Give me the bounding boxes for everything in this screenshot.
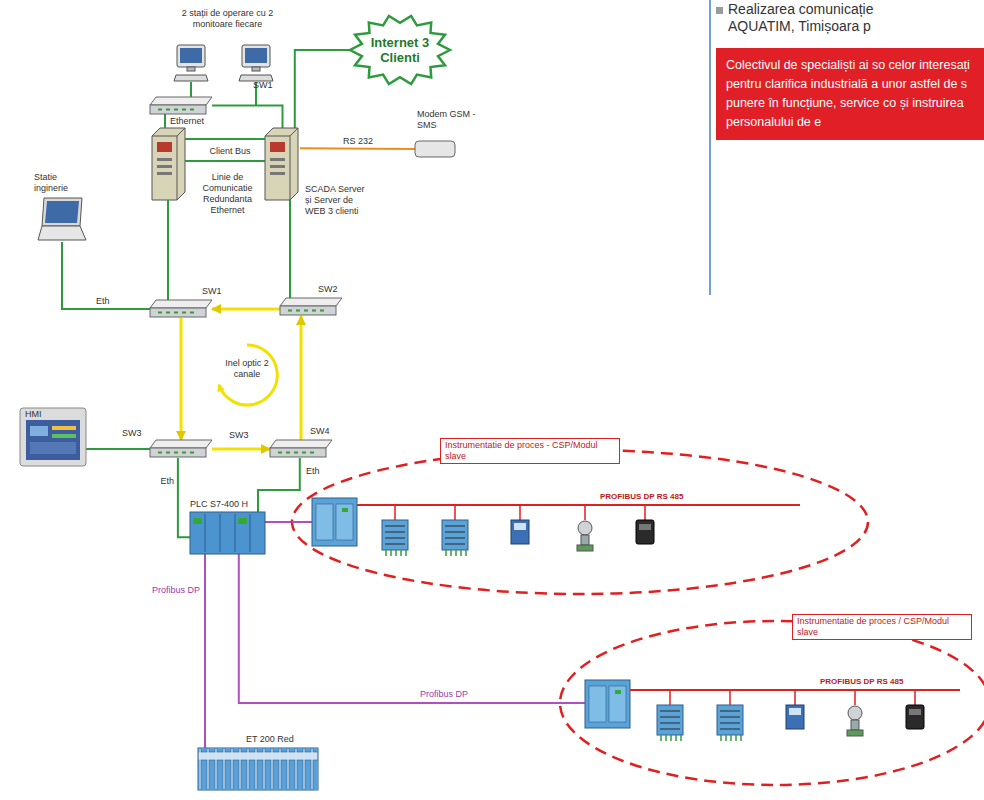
node-label: Modem GSM - SMS bbox=[417, 109, 477, 131]
node-label: SW4 bbox=[310, 426, 340, 437]
switch-node: SW4 bbox=[270, 440, 332, 458]
connector bbox=[212, 308, 280, 311]
connector bbox=[265, 521, 292, 523]
connector bbox=[300, 316, 303, 440]
cloud-node: Internet 3 Clienti bbox=[350, 15, 450, 85]
bus-label: PROFIBUS DP RS 485 bbox=[600, 492, 700, 502]
switch-node: SW1 bbox=[150, 300, 212, 318]
switch-node: SW3 bbox=[150, 440, 212, 458]
node-label: SW1 bbox=[253, 80, 283, 91]
connector bbox=[212, 106, 283, 129]
connector bbox=[180, 318, 183, 440]
operator-stations bbox=[174, 45, 273, 106]
scada-server bbox=[265, 128, 298, 200]
node-label: SW3 bbox=[122, 428, 152, 439]
plc-rack bbox=[190, 512, 265, 554]
node-label: Instrumentatie de proces - CSP/Modul sla… bbox=[440, 438, 620, 464]
instrument-group: Instrumentatie de proces - CSP/Modul sla… bbox=[292, 450, 868, 594]
node-label: ET 200 Red bbox=[246, 734, 316, 745]
group-caption: 2 stații de operare cu 2 monitoare fieca… bbox=[170, 8, 285, 30]
switch bbox=[270, 440, 332, 457]
switch-node: SW1 bbox=[150, 97, 212, 114]
bus-label: Client Bus bbox=[200, 146, 260, 157]
node-label: SCADA Server și Server de WEB 3 clienti bbox=[305, 184, 369, 217]
connector-label: Eth bbox=[150, 476, 174, 487]
modem-node: Modem GSM - SMS bbox=[415, 141, 455, 157]
connector bbox=[295, 50, 350, 128]
connector-label: Eth bbox=[306, 466, 330, 477]
profibus-segment bbox=[560, 680, 960, 741]
internet-starburst bbox=[350, 16, 450, 84]
node-label: SW2 bbox=[318, 284, 348, 295]
server-left bbox=[152, 114, 265, 300]
et200-rack bbox=[198, 748, 318, 790]
node-label: Internet 3 Clienti bbox=[365, 35, 435, 65]
heading-text: Realizarea comunicație AQUATIM, Timișoar… bbox=[728, 1, 898, 35]
node-label: HMI bbox=[25, 409, 65, 420]
node-label: Colectivul de specialiști ai so celor in… bbox=[726, 56, 974, 132]
switch-name: SW3 bbox=[229, 430, 259, 441]
node-label: Instrumentatie de proces / CSP/Modul sla… bbox=[792, 614, 972, 640]
laptop-node: Statie inginerie bbox=[38, 198, 86, 242]
group-outline bbox=[560, 621, 984, 785]
ring-arrow bbox=[219, 345, 277, 405]
connector-label: Profibus DP bbox=[150, 585, 200, 596]
bus-label: PROFIBUS DP RS 485 bbox=[820, 677, 920, 687]
ring-label: Inel optic 2 canale bbox=[225, 358, 269, 380]
instrument-group: Instrumentatie de proces / CSP/Modul sla… bbox=[560, 621, 984, 785]
connector bbox=[204, 554, 206, 748]
connector bbox=[258, 458, 300, 512]
hmi-node: HMI bbox=[20, 408, 86, 466]
connector bbox=[86, 448, 150, 450]
switch bbox=[150, 440, 212, 457]
laptop bbox=[38, 198, 86, 240]
connector bbox=[178, 458, 190, 537]
bus-label: Ethernet bbox=[170, 116, 206, 127]
connector bbox=[62, 242, 150, 309]
switch bbox=[150, 300, 212, 317]
modem bbox=[415, 141, 455, 157]
node-label: SW1 bbox=[202, 286, 232, 297]
rack-node: ET 200 Red bbox=[198, 748, 318, 790]
notice-box: Colectivul de specialiști ai so celor in… bbox=[716, 48, 984, 140]
link-label: Linie de Comunicatie Redundanta Ethernet bbox=[190, 172, 265, 216]
plc-node: PLC S7-400 H bbox=[190, 512, 265, 554]
switch bbox=[280, 298, 342, 315]
switch bbox=[150, 97, 212, 114]
connector-label: Eth bbox=[96, 296, 116, 307]
column-rule bbox=[709, 0, 711, 295]
group-outline bbox=[292, 450, 868, 594]
server-node: SCADA Server și Server de WEB 3 clienti bbox=[265, 128, 300, 200]
node-label: PLC S7-400 H bbox=[190, 499, 280, 510]
connector bbox=[212, 448, 270, 451]
connector bbox=[300, 147, 415, 150]
profibus-segment bbox=[292, 498, 800, 556]
connector bbox=[239, 554, 560, 703]
node-label: Statie inginerie bbox=[34, 172, 90, 194]
bullet bbox=[716, 7, 723, 14]
connector-label: RS 232 bbox=[336, 136, 380, 147]
connector-label: Profibus DP bbox=[420, 689, 500, 700]
hmi-panel bbox=[20, 408, 86, 466]
connector bbox=[289, 200, 291, 298]
switch-node: SW2 bbox=[280, 298, 342, 316]
